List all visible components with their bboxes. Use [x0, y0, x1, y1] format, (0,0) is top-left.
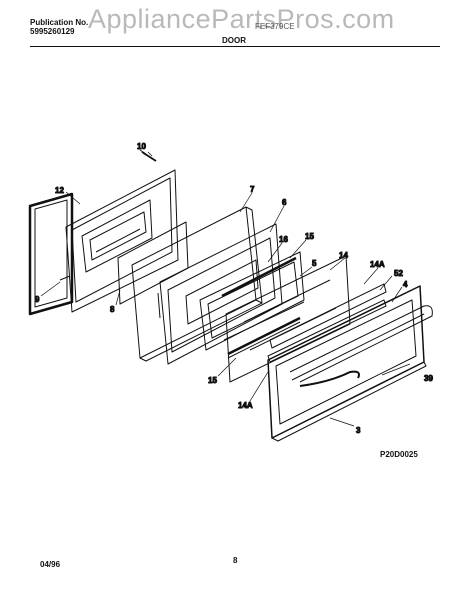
callout-15: 15 [305, 232, 314, 241]
callout-4: 4 [403, 280, 408, 289]
part-glass-pack [199, 251, 305, 351]
callout-8: 8 [110, 305, 115, 314]
part-gasket [28, 192, 74, 316]
title-divider [30, 46, 440, 47]
callout-9: 9 [35, 295, 40, 304]
callout-15-lower: 15 [208, 376, 217, 385]
callout-3: 3 [356, 426, 361, 435]
part-handle [289, 305, 433, 383]
publication-label: Publication No. [30, 18, 89, 27]
callout-12: 12 [55, 186, 64, 195]
footer-page: 8 [233, 556, 238, 565]
part-outer-door [267, 285, 427, 442]
leader-lines [40, 151, 411, 427]
callout-5: 5 [312, 259, 317, 268]
callout-14: 14 [339, 251, 348, 260]
part-lower-channel [227, 316, 301, 359]
model-number: FEF379CE [255, 22, 295, 31]
callouts: 10 12 7 6 16 15 14 14A 52 5 4 9 8 15 14A… [35, 142, 434, 436]
part-trim-strips [267, 283, 387, 363]
callout-14a-lower: 14A [238, 401, 253, 410]
section-title: DOOR [222, 36, 246, 45]
figure-id: P20D0025 [380, 450, 418, 459]
part-screw [139, 149, 157, 162]
part-door-liner [59, 169, 179, 313]
publication-number: 5995260129 [30, 27, 75, 36]
callout-6: 6 [282, 198, 287, 207]
callout-16: 16 [279, 235, 288, 244]
callout-52: 52 [394, 269, 403, 278]
watermark: AppliancePartsPros.com [88, 4, 395, 34]
callout-7: 7 [250, 185, 255, 194]
footer-date: 04/96 [40, 560, 61, 569]
callout-14a: 14A [370, 260, 385, 269]
callout-10: 10 [137, 142, 146, 151]
callout-39: 39 [424, 374, 433, 383]
